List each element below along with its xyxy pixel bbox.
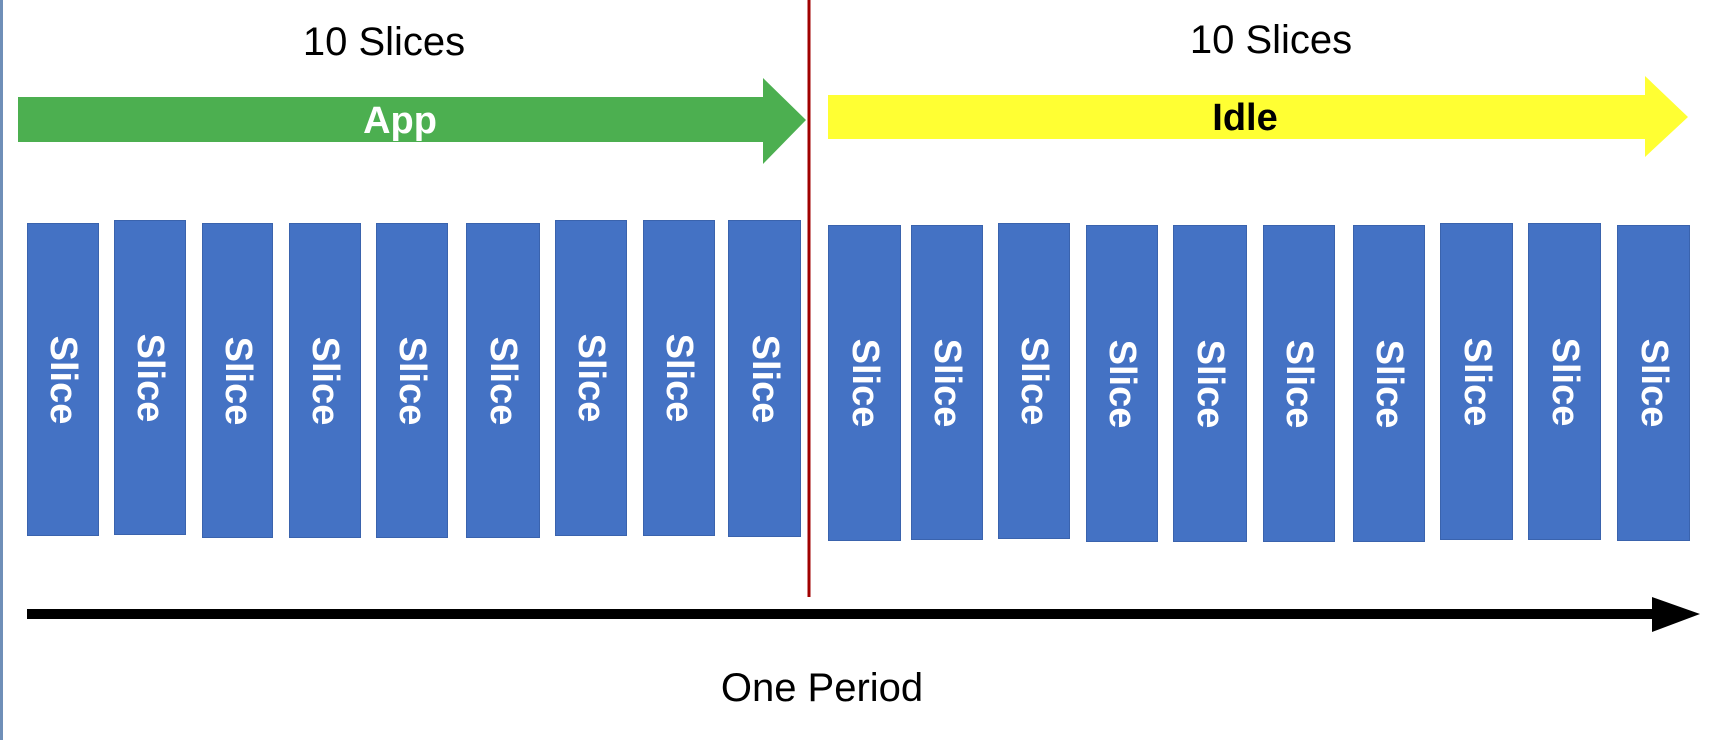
idle-arrow [828,76,1688,157]
app-slice: Slice [728,220,801,537]
idle-slices-heading: 10 Slices [1189,18,1353,62]
slice-label: Slice [1101,339,1143,428]
slice-label: Slice [926,338,968,427]
idle-slice: Slice [1617,225,1690,541]
period-arrow-head [1652,597,1700,632]
slice-label: Slice [216,336,259,425]
slice-label: Slice [843,338,886,428]
app-slice: Slice [289,223,361,538]
idle-slice: Slice [1086,225,1158,542]
app-slice: Slice [202,223,273,538]
slice-label: Slice [1189,339,1231,428]
slice-label: Slice [1013,336,1055,426]
app-arrow [18,78,806,164]
idle-slice: Slice [1263,225,1335,542]
idle-slice: Slice [1528,223,1601,540]
idle-arrow-label: Idle [1212,97,1278,139]
app-arrow-label: App [363,100,437,142]
slice-label: Slice [1455,337,1498,426]
slice-label: Slice [304,336,346,425]
slice-label: Slice [1278,339,1320,428]
app-slice: Slice [376,223,448,538]
one-period-label: One Period [720,666,924,710]
slice-label: Slice [1543,337,1586,426]
slice-label: Slice [42,335,84,424]
idle-slice: Slice [1173,225,1247,542]
app-slice: Slice [555,220,627,536]
slice-label: Slice [570,333,612,423]
idle-slice: Slice [911,225,983,540]
slice-label: Slice [1368,339,1410,428]
idle-slice: Slice [1440,223,1513,540]
app-slices-heading: 10 Slices [302,20,466,64]
slice-label: Slice [391,336,433,425]
slice-label: Slice [129,333,171,422]
idle-slice: Slice [828,225,901,541]
app-slice: Slice [466,223,540,538]
app-slice: Slice [643,220,715,536]
app-slice: Slice [27,223,99,536]
idle-slice: Slice [1353,225,1425,542]
slice-label: Slice [482,336,524,425]
slice-label: Slice [1632,338,1675,428]
slice-label: Slice [743,334,786,423]
app-slice: Slice [114,220,186,535]
slice-label: Slice [658,333,700,423]
page-left-edge [0,0,3,740]
idle-slice: Slice [998,223,1070,539]
